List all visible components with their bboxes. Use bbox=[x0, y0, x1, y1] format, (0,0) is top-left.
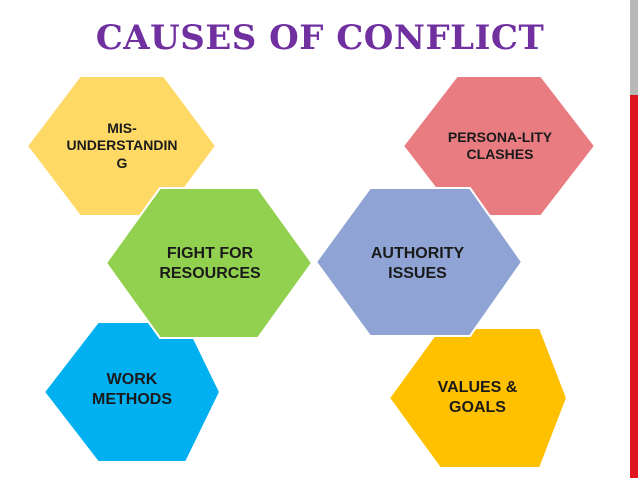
hex-misunderstanding-shape bbox=[25, 75, 218, 217]
hex-authority-shape bbox=[314, 187, 524, 337]
hex-misunderstanding-label: MIS- UNDERSTANDIN G bbox=[66, 119, 178, 171]
accent-bar bbox=[630, 0, 638, 478]
accent-bar-bottom bbox=[630, 95, 638, 478]
accent-bar-top bbox=[630, 0, 638, 95]
hex-authority-label: AUTHORITY ISSUES bbox=[370, 245, 465, 282]
hex-work-label: WORK METHODS bbox=[92, 371, 172, 408]
hex-fight-shape bbox=[104, 187, 314, 339]
hex-fight-label: FIGHT FOR RESOURCES bbox=[159, 245, 261, 282]
hex-personality-label: PERSONA-LITY CLASHES bbox=[447, 128, 553, 163]
slide-title: CAUSES OF CONFLICT bbox=[95, 18, 545, 58]
hex-work-shape bbox=[42, 321, 222, 463]
hex-values-label: VALUES & GOALS bbox=[437, 379, 518, 416]
